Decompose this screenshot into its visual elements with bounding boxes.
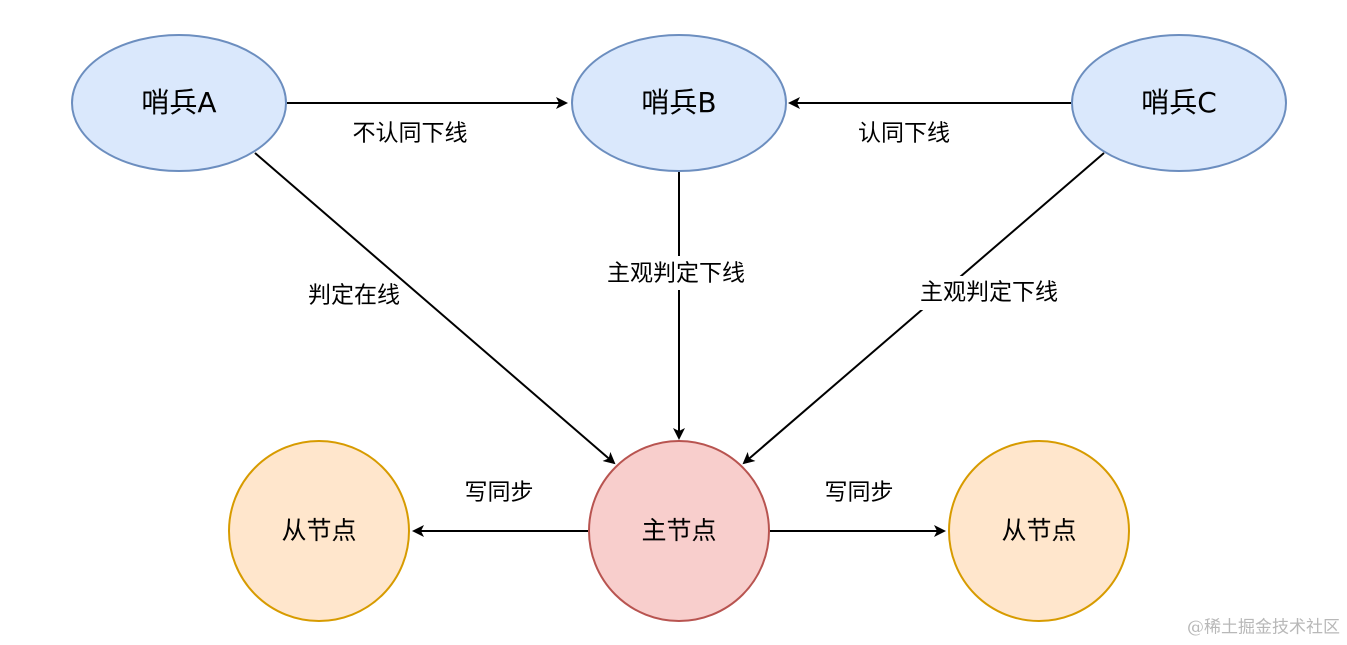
slave-right-node: 从节点 (948, 440, 1130, 622)
edge-label-b-to-master: 主观判定下线 (607, 261, 745, 287)
sentinel-a-node: 哨兵A (71, 34, 287, 172)
edge-label-master-to-slave-right: 写同步 (825, 480, 894, 506)
edge-a-to-master (254, 152, 616, 465)
master-node: 主节点 (588, 440, 770, 622)
master-label: 主节点 (641, 516, 716, 545)
sentinel-c-node: 哨兵C (1071, 34, 1287, 172)
sentinel-b-label: 哨兵B (641, 86, 716, 119)
edge-label-a-to-master: 判定在线 (308, 283, 400, 309)
slave-left-label: 从节点 (281, 516, 356, 545)
edge-label-c-to-master: 主观判定下线 (920, 280, 1058, 306)
edge-label-c-to-b: 认同下线 (858, 121, 950, 147)
sentinel-b-node: 哨兵B (571, 34, 787, 172)
sentinel-c-label: 哨兵C (1141, 86, 1217, 119)
slave-left-node: 从节点 (228, 440, 410, 622)
edge-label-bg-b-to-master (592, 256, 760, 290)
slave-right-label: 从节点 (1001, 516, 1076, 545)
edge-label-bg-c-to-master (905, 276, 1073, 310)
edge-label-master-to-slave-left: 写同步 (465, 480, 534, 506)
sentinel-a-label: 哨兵A (141, 86, 216, 119)
edge-label-a-to-b: 不认同下线 (353, 121, 468, 147)
watermark-text: @稀土掘金技术社区 (1187, 618, 1340, 638)
